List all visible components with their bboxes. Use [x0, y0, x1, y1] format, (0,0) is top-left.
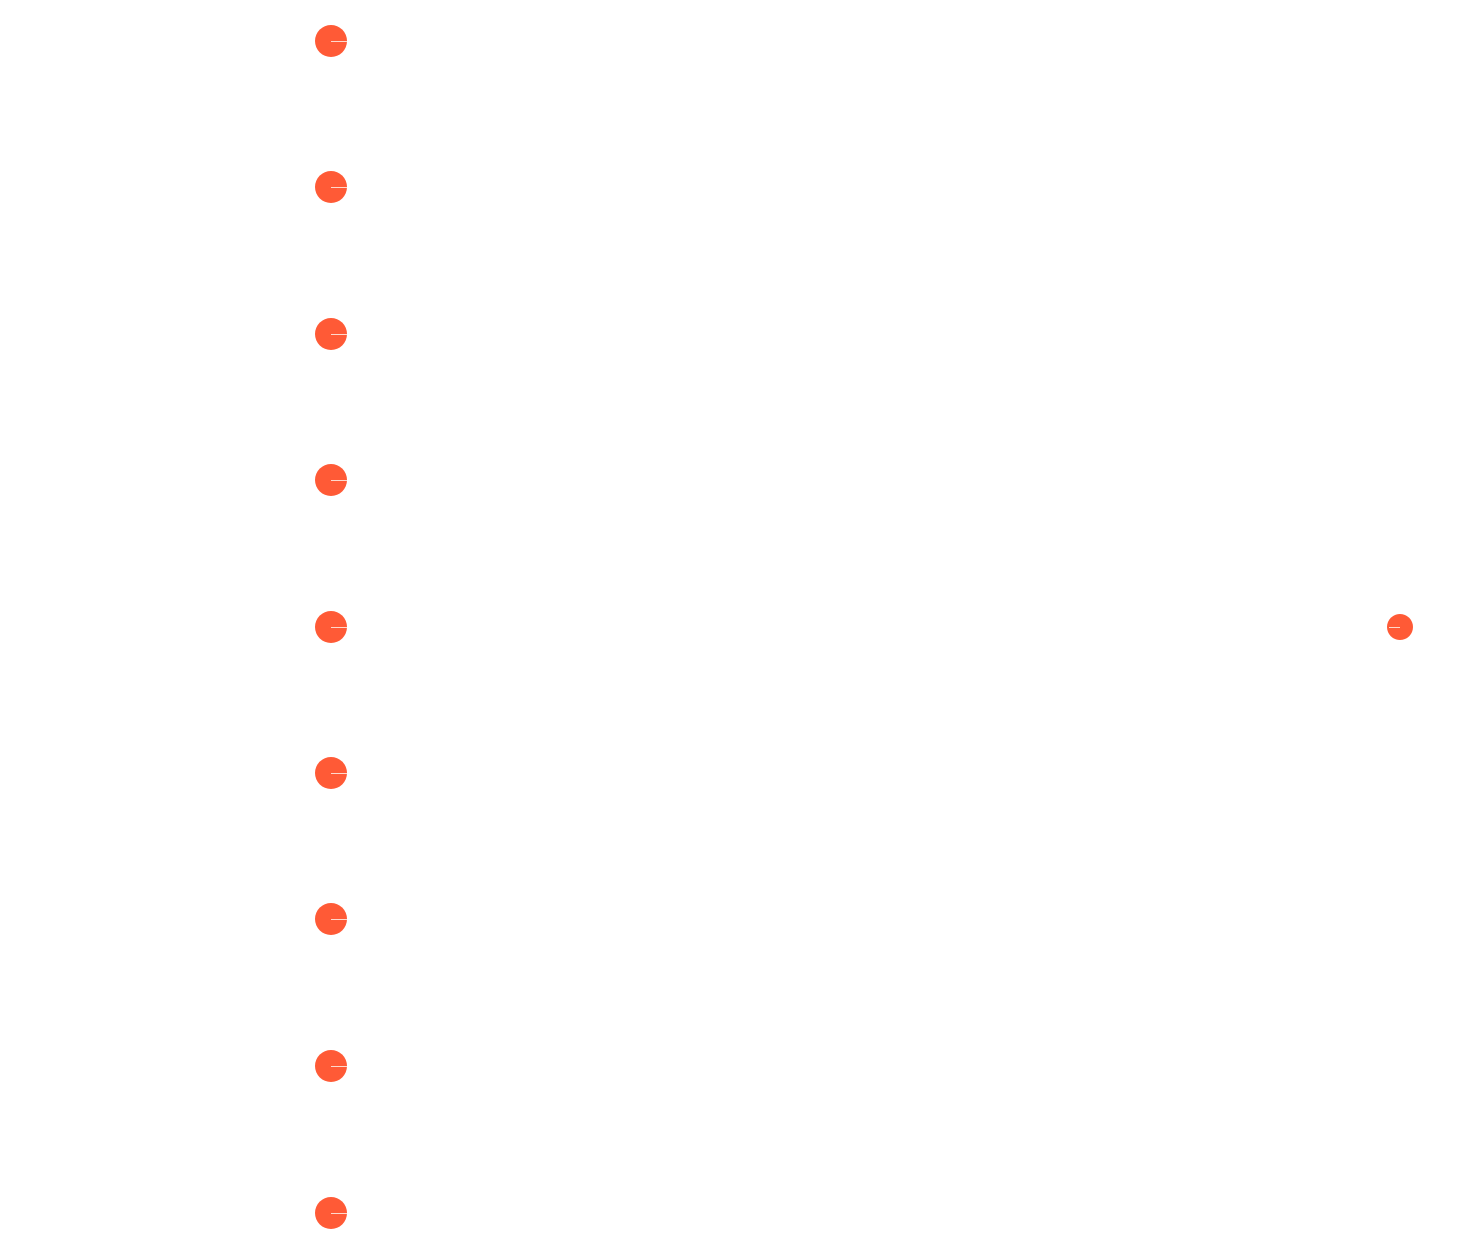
node-dot-icon[interactable]: [315, 1050, 347, 1082]
connector-tick: [331, 1213, 347, 1214]
connector-tick: [331, 187, 347, 188]
node-dot-icon[interactable]: [315, 464, 347, 496]
node-dot-icon[interactable]: [315, 611, 347, 643]
node-dot-icon[interactable]: [315, 171, 347, 203]
connector-tick: [331, 627, 347, 628]
node-dot-icon[interactable]: [315, 903, 347, 935]
node-dot-icon[interactable]: [315, 1197, 347, 1229]
connector-tick: [331, 41, 347, 42]
connector-tick: [1389, 627, 1400, 628]
node-dot-icon[interactable]: [1387, 614, 1413, 640]
node-dot-icon[interactable]: [315, 25, 347, 57]
connector-tick: [331, 334, 347, 335]
node-dot-icon[interactable]: [315, 757, 347, 789]
connector-tick: [331, 480, 347, 481]
connector-tick: [331, 773, 347, 774]
node-dot-icon[interactable]: [315, 318, 347, 350]
connector-tick: [331, 919, 347, 920]
connector-tick: [331, 1066, 347, 1067]
